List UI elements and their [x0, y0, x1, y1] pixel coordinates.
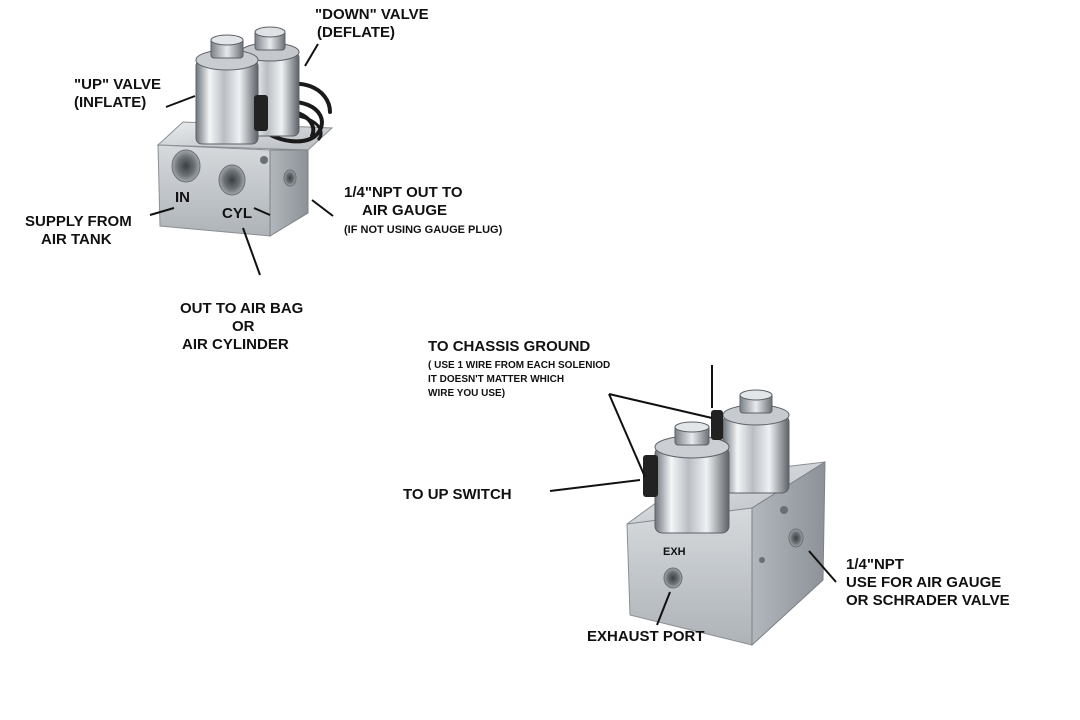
label-up-valve: "UP" VALVE (INFLATE) [74, 76, 161, 112]
port-cyl-hole [218, 164, 246, 196]
label-gauge-out-line1: 1/4"NPT OUT TO [344, 184, 463, 201]
leader-supply [149, 207, 175, 216]
label-exhaust: EXHAUST PORT [587, 628, 705, 645]
manifold-valve-bottom-right [626, 389, 826, 647]
leader-lines-top-left [149, 43, 334, 276]
exhaust-port-hole [663, 567, 683, 589]
label-supply-line1: SUPPLY FROM [25, 213, 132, 230]
label-gauge-out-line3: (IF NOT USING GAUGE PLUG) [344, 224, 503, 236]
mount-hole-3 [759, 557, 765, 563]
npt-port-hole [788, 528, 804, 548]
leader-cyl [253, 207, 271, 216]
leader-up-switch [549, 479, 641, 492]
block-side-face-2 [751, 461, 826, 647]
mount-hole-2 [780, 506, 788, 514]
label-air-bag-line2: OR [232, 318, 255, 335]
wire-connector-rear [711, 410, 723, 440]
label-ground-note2: IT DOESN'T MATTER WHICH [428, 374, 565, 385]
label-ground-title: TO CHASSIS GROUND [428, 338, 591, 355]
label-up-valve-line1: "UP" VALVE [74, 76, 162, 93]
leader-gauge [311, 199, 334, 217]
solenoid-rear-body [722, 414, 790, 494]
leader-lines-bottom-right [549, 365, 837, 626]
label-air-bag-line3: AIR CYLINDER [182, 336, 289, 353]
label-port-exh: EXH [663, 546, 686, 558]
label-up-switch: TO UP SWITCH [403, 486, 512, 503]
wire-connector-front [643, 455, 658, 497]
label-npt-side-line3: OR SCHRADER VALVE [846, 592, 1010, 609]
label-port-cyl: CYL [222, 205, 252, 222]
leader-npt-side [808, 550, 837, 583]
manifold-valve-top-left [156, 26, 334, 237]
gauge-port-hole [283, 169, 297, 187]
label-air-bag: OUT TO AIR BAG OR AIR CYLINDER [180, 300, 326, 354]
label-npt-side-line1: 1/4"NPT [846, 556, 904, 573]
label-supply-line2: AIR TANK [41, 231, 112, 248]
label-down-valve-line1: "DOWN" VALVE [315, 6, 429, 23]
wire-connector [254, 95, 268, 131]
label-gauge-out-line2: AIR GAUGE [362, 202, 448, 219]
leader-air-bag [242, 227, 261, 276]
label-npt-side: 1/4"NPT USE FOR AIR GAUGE OR SCHRADER VA… [846, 556, 1010, 610]
label-down-valve: "DOWN" VALVE (DEFLATE) [315, 6, 429, 42]
label-ground: TO CHASSIS GROUND ( USE 1 WIRE FROM EACH… [428, 338, 610, 400]
label-up-valve-line2: (INFLATE) [74, 94, 147, 111]
label-gauge-out: 1/4"NPT OUT TO AIR GAUGE (IF NOT USING G… [344, 184, 502, 237]
solenoid-front-body [654, 446, 730, 534]
leader-up-valve [165, 95, 196, 108]
mount-hole [260, 156, 268, 164]
block-side-face [269, 149, 309, 237]
label-supply: SUPPLY FROM AIR TANK [25, 213, 132, 249]
port-in-hole [171, 149, 201, 183]
label-npt-side-line2: USE FOR AIR GAUGE [846, 574, 1002, 591]
solenoid-up-body [195, 59, 259, 145]
leader-down-valve [304, 43, 319, 67]
label-ground-note1: ( USE 1 WIRE FROM EACH SOLENIOD [428, 360, 611, 371]
label-ground-note3: WIRE YOU USE) [428, 388, 506, 399]
leader-exhaust [656, 591, 671, 626]
leader-ground-b [608, 393, 713, 419]
label-air-bag-line1: OUT TO AIR BAG [180, 300, 304, 317]
label-down-valve-line2: (DEFLATE) [317, 24, 396, 41]
label-port-in: IN [175, 189, 190, 206]
leader-ground-a [608, 393, 646, 478]
